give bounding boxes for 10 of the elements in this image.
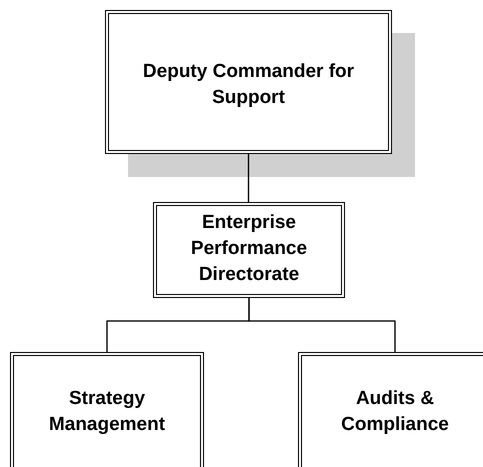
connector-line: [248, 298, 396, 352]
box-title: Strategy Management: [48, 387, 166, 437]
box-title: Audits & Compliance: [340, 387, 450, 437]
box-title: Enterprise Performance Directorate: [190, 211, 308, 287]
org-box: [298, 352, 483, 467]
connector-line: [248, 154, 250, 202]
org-box: [105, 10, 392, 154]
org-box: [153, 202, 345, 298]
box-title: Deputy Commander for Support: [142, 60, 356, 110]
org-box: [10, 352, 204, 467]
